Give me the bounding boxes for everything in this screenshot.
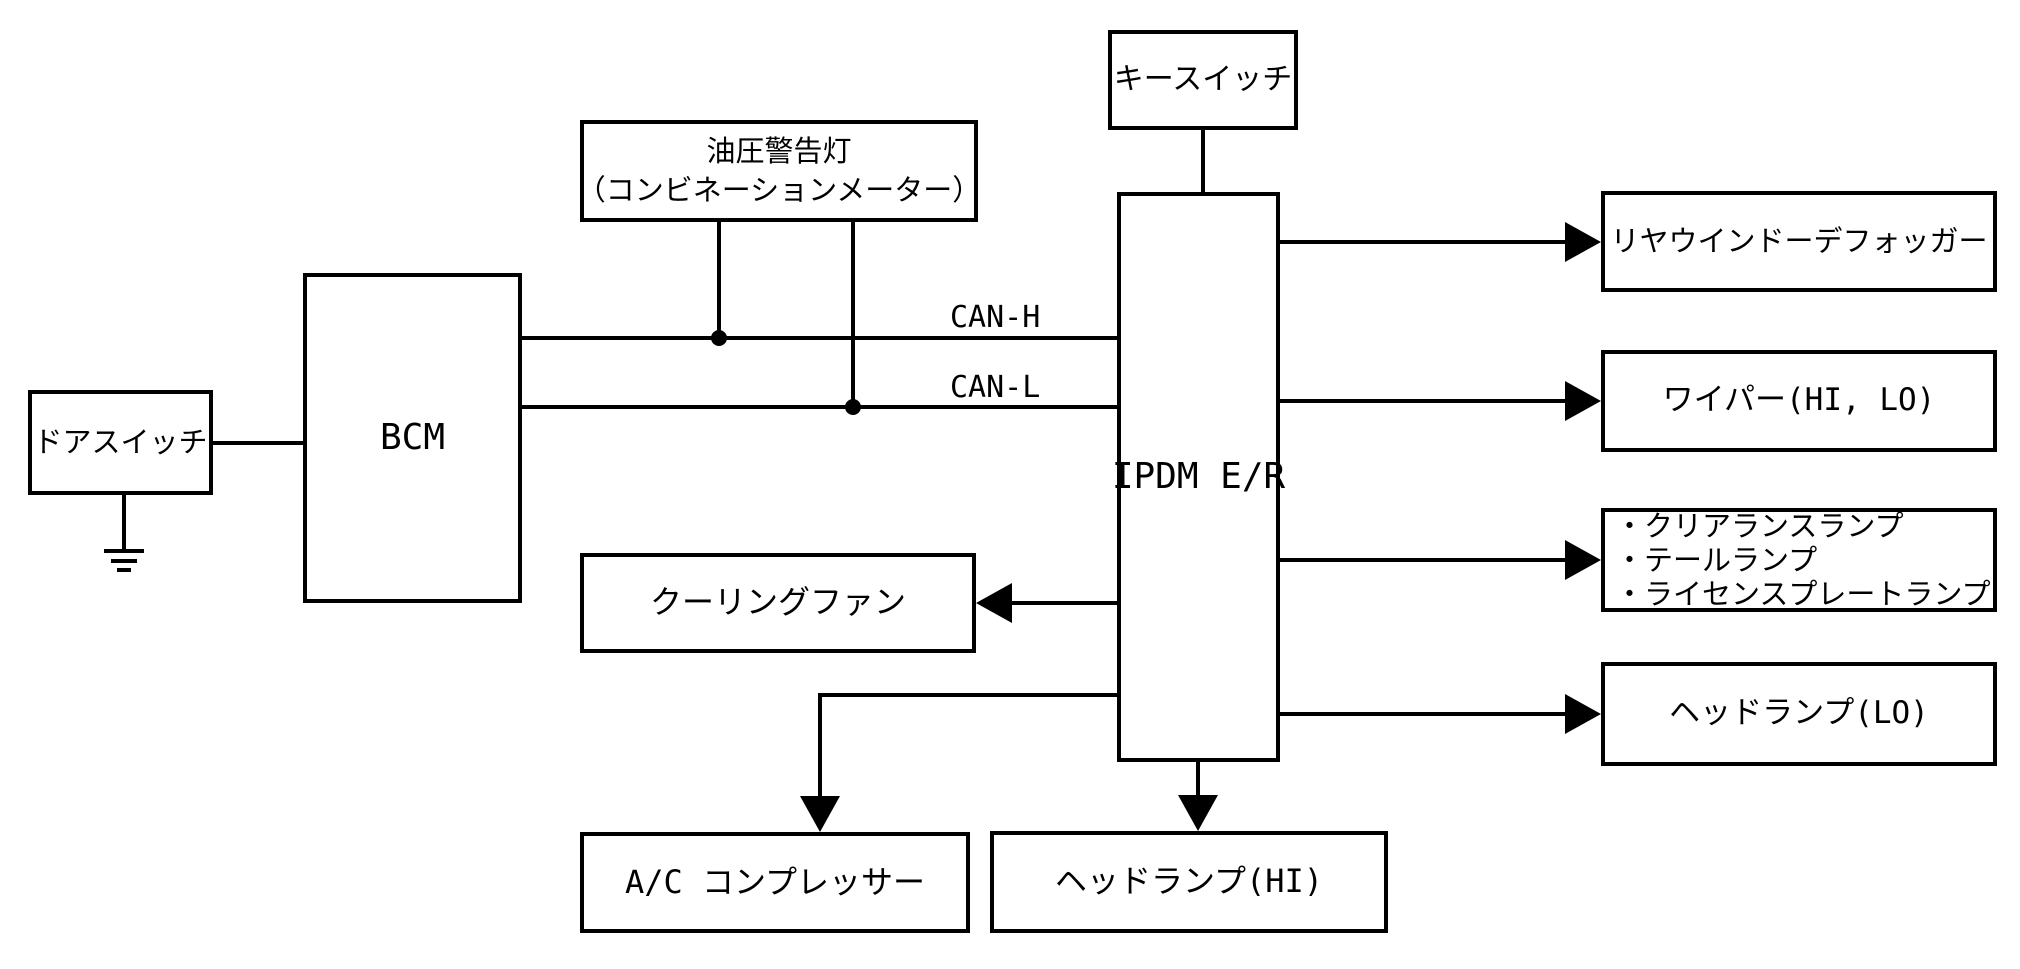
node-oil-warning-label-line2: （コンビネーションメーター） [576, 173, 982, 207]
can-h-bus-label: CAN-H [950, 300, 1041, 335]
arrowhead-right-icon [1565, 222, 1601, 262]
node-ipdm-er: IPDM E/R [1112, 192, 1285, 762]
node-wiper: ワイパー(HI, LO) [1601, 350, 1997, 452]
node-lamp-group-item-license: ・ライセンスプレートランプ [1615, 577, 1991, 611]
connector-ipdm-to-wiper [1280, 381, 1601, 421]
node-oil-warning-label-line1: 油圧警告灯 [706, 133, 852, 168]
connector-ipdm-to-lampgroup [1280, 540, 1601, 580]
node-cooling-fan-label: クーリングファン [649, 583, 906, 622]
node-ac-compressor: A/C コンプレッサー [580, 832, 970, 933]
node-ac-compressor-label: A/C コンプレッサー [624, 862, 926, 901]
node-lamp-group-item-clearance: ・クリアランスランプ [1615, 509, 1904, 543]
arrowhead-right-icon [1565, 540, 1601, 580]
node-headlamp-lo-label: ヘッドランプ(LO) [1669, 695, 1929, 732]
connector-oilwarning-to-canl [845, 222, 861, 415]
connector-ipdm-to-headlamp-hi [1178, 762, 1218, 831]
node-headlamp-lo: ヘッドランプ(LO) [1601, 662, 1997, 766]
connector-ipdm-to-ac-compressor [800, 693, 1117, 832]
junction-dot [845, 399, 861, 415]
node-lamp-group: ・クリアランスランプ ・テールランプ ・ライセンスプレートランプ [1601, 508, 1997, 612]
node-door-switch: ドアスイッチ [28, 390, 213, 495]
node-rear-window-defogger-label: リヤウインドーデフォッガー [1610, 223, 1988, 258]
connector-oilwarning-to-canh [711, 222, 727, 346]
node-ipdm-er-label: IPDM E/R [1111, 455, 1286, 497]
node-headlamp-hi-label: ヘッドランプ(HI) [1054, 862, 1324, 901]
node-bcm-label: BCM [379, 416, 446, 458]
node-lamp-group-item-tail: ・テールランプ [1615, 543, 1818, 577]
ground-icon [104, 495, 144, 572]
arrowhead-right-icon [1565, 381, 1601, 421]
can-l-bus-label: CAN-L [950, 370, 1041, 405]
arrowhead-left-icon [976, 583, 1012, 623]
node-headlamp-hi: ヘッドランプ(HI) [990, 831, 1388, 933]
node-door-switch-label: ドアスイッチ [33, 424, 208, 459]
node-wiper-label: ワイパー(HI, LO) [1662, 382, 1936, 419]
node-cooling-fan: クーリングファン [580, 553, 976, 653]
arrowhead-down-icon [800, 796, 840, 832]
node-key-switch-label: キースイッチ [1113, 61, 1293, 97]
connector-ipdm-to-coolingfan [976, 583, 1117, 623]
node-rear-window-defogger: リヤウインドーデフォッガー [1601, 191, 1997, 292]
node-key-switch: キースイッチ [1108, 30, 1298, 130]
arrowhead-down-icon [1178, 795, 1218, 831]
node-oil-pressure-warning-lamp: 油圧警告灯 （コンビネーションメーター） [577, 120, 981, 222]
connector-ipdm-to-headlamp-lo [1280, 694, 1601, 734]
connector-ipdm-to-defogger [1280, 222, 1601, 262]
arrowhead-right-icon [1565, 694, 1601, 734]
junction-dot [711, 330, 727, 346]
node-bcm: BCM [303, 273, 522, 603]
